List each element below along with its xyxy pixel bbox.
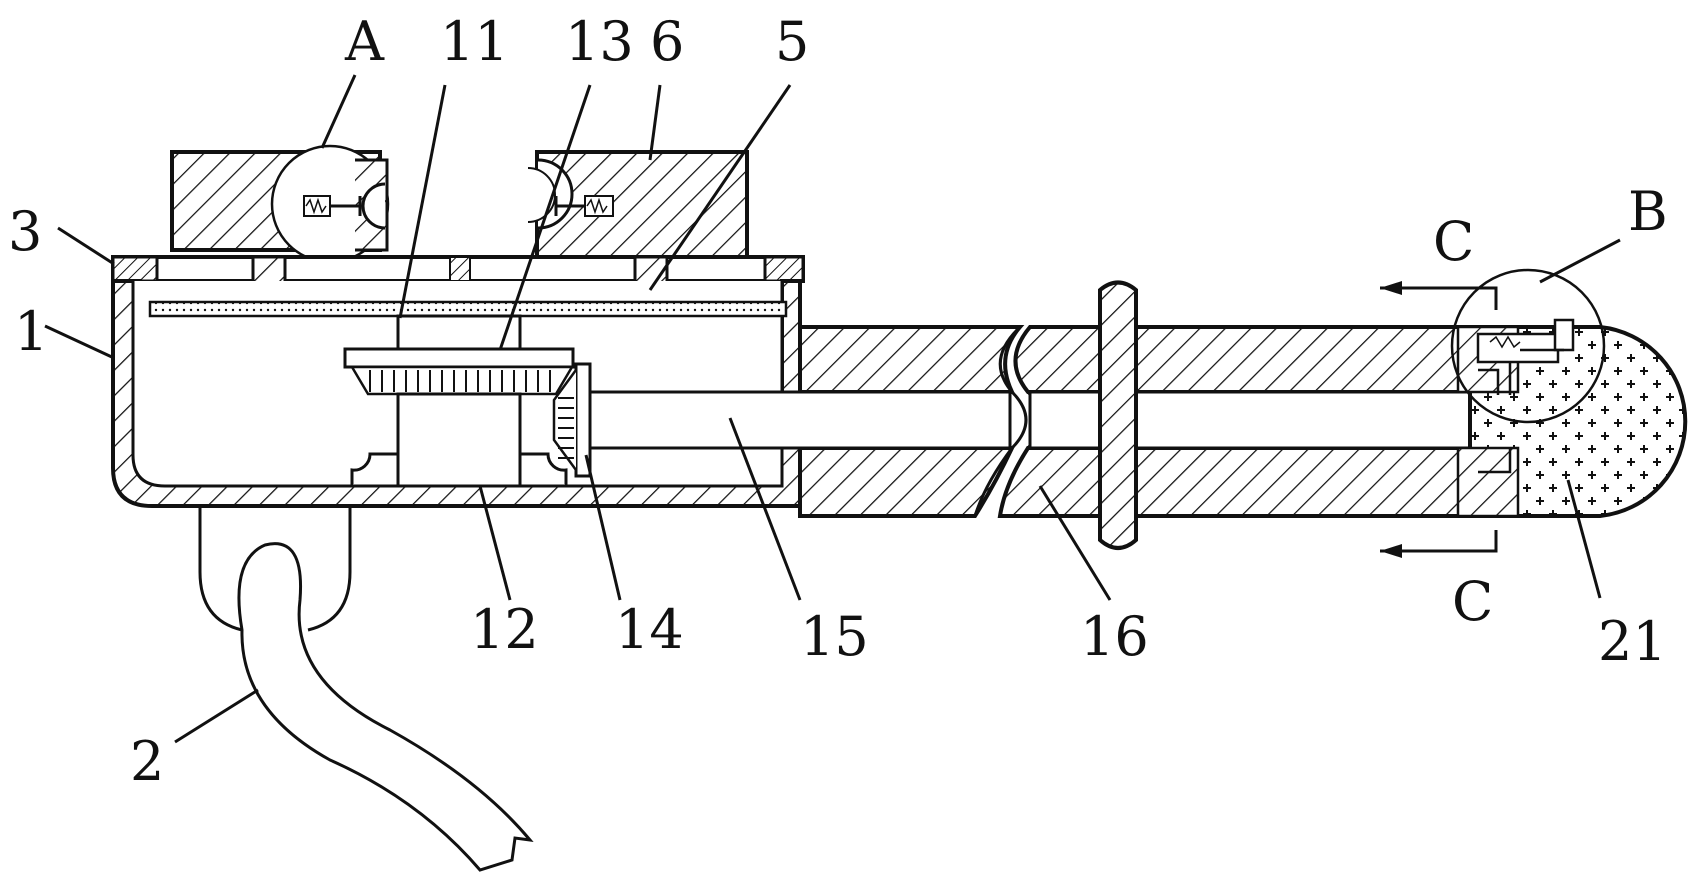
label-11: 11 — [440, 10, 509, 73]
label-6: 6 — [650, 10, 684, 73]
inner-shaft-15 — [588, 390, 1512, 450]
label-3: 3 — [8, 200, 42, 263]
label-5: 5 — [775, 10, 809, 73]
label-12: 12 — [470, 598, 539, 661]
plate-11 — [148, 300, 788, 318]
label-C-bottom: C — [1452, 570, 1493, 633]
section-marker-C — [1380, 281, 1498, 558]
label-A: A — [344, 10, 385, 73]
shaft-12 — [350, 314, 568, 488]
label-14: 14 — [615, 598, 684, 661]
cable-2 — [237, 542, 534, 872]
label-16: 16 — [1080, 605, 1149, 668]
label-13: 13 — [565, 10, 634, 73]
label-C-top: C — [1433, 210, 1474, 273]
detail-circle-A — [270, 144, 390, 264]
leader-lines — [44, 74, 1621, 744]
label-1: 1 — [14, 300, 48, 363]
gear-13 — [343, 347, 575, 396]
label-2: 2 — [130, 730, 164, 793]
detail-circle-B — [1450, 268, 1606, 424]
clamp-right — [527, 158, 614, 230]
mount-foot — [198, 506, 352, 632]
labels: A 11 13 6 5 3 1 2 12 14 15 16 C C B 21 — [8, 10, 1668, 793]
top-plate-3 — [111, 255, 805, 283]
label-B: B — [1628, 180, 1668, 243]
tube-left — [798, 325, 1025, 518]
label-21: 21 — [1598, 610, 1667, 673]
dome-tip-21 — [1456, 325, 1688, 518]
collar-16 — [1098, 280, 1138, 550]
bevel-gear-14 — [552, 362, 592, 478]
label-15: 15 — [800, 605, 869, 668]
